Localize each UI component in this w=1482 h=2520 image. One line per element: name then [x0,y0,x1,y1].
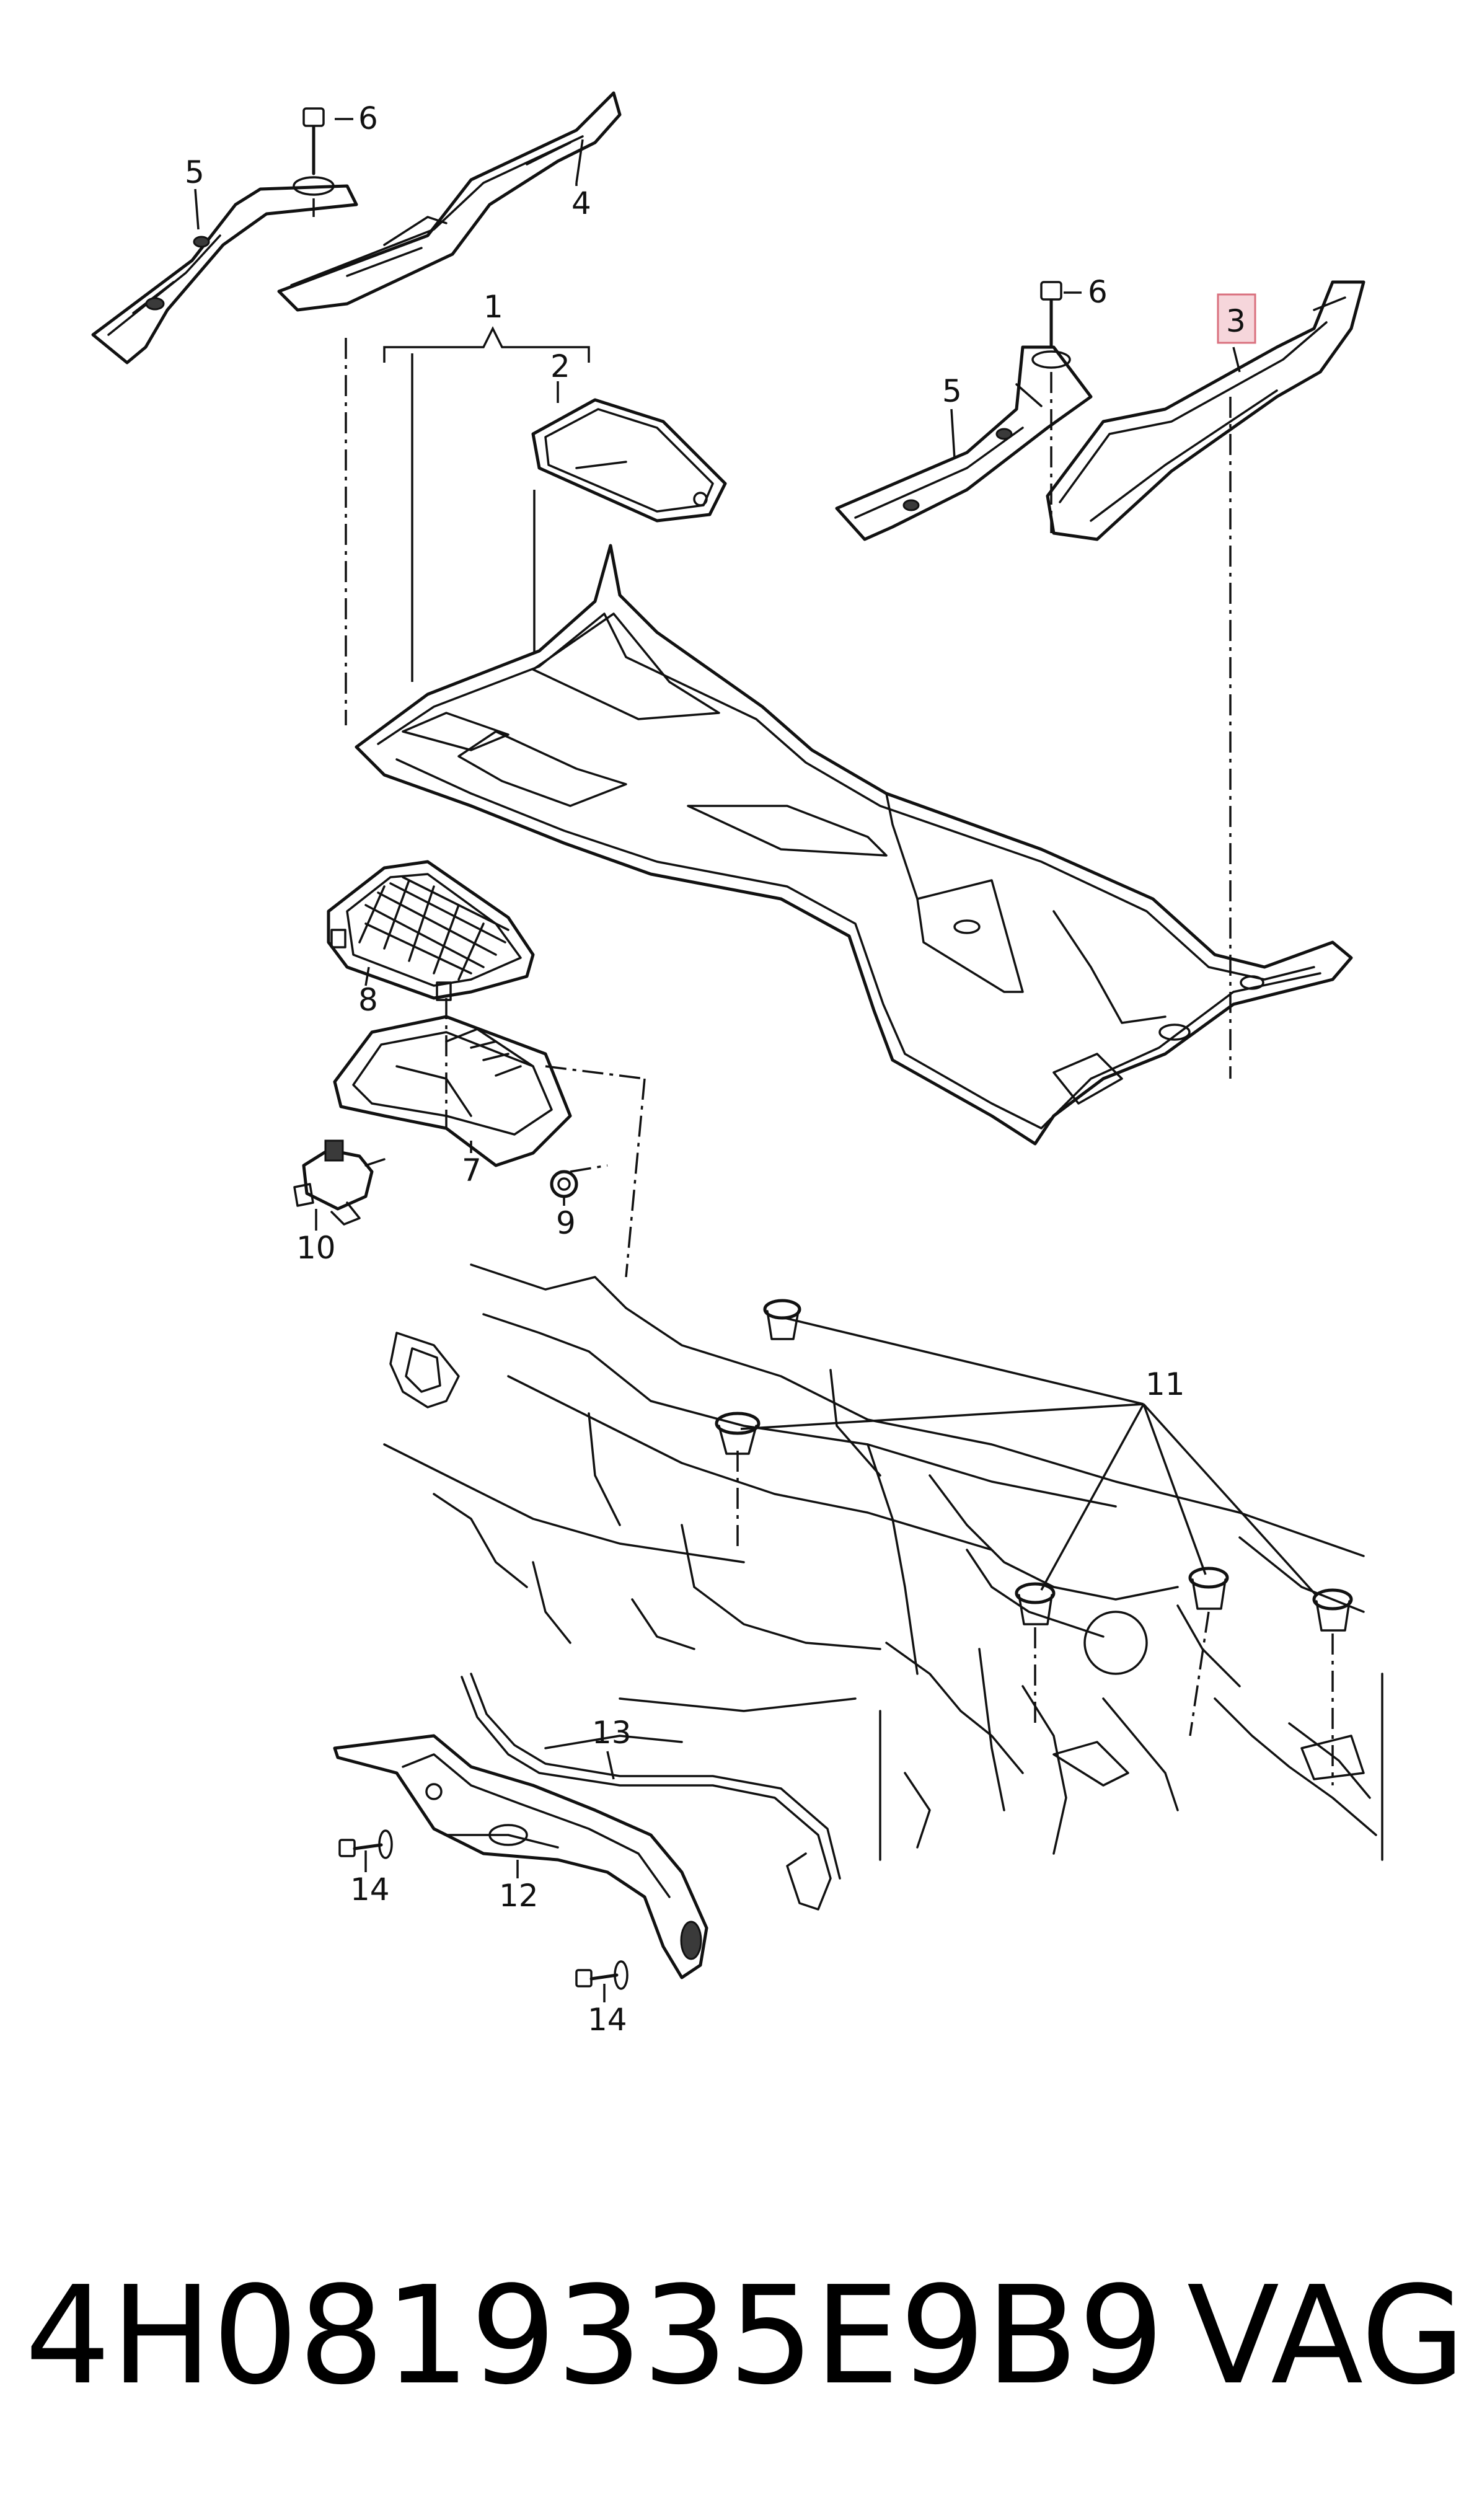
part-6-left-bolt [293,107,335,196]
part-8-filter [327,860,535,1001]
part-3-water-channel [1046,280,1365,541]
callout-8: 8 [358,982,378,1018]
callout-labels: 1 2 3 4 5 5 6 6 7 8 9 10 11 12 13 14 14 [185,100,1246,2038]
assembly-lines [312,198,1334,1785]
callout-6-right: 6 [1088,274,1108,310]
callout-9: 9 [556,1205,576,1241]
callout-3-highlight [1217,293,1256,344]
callout-3: 3 [1226,303,1246,339]
part-14-screw-top [338,1829,393,1859]
callout-13: 13 [592,1715,632,1751]
callout-4: 4 [571,185,591,221]
vehicle-body-structure [383,1263,1383,1861]
grommet-5 [1312,1588,1353,1632]
callout-2: 2 [550,348,570,384]
part-4-water-channel [277,91,622,312]
part-1-plenum-panel [355,544,1353,1146]
callout-12: 12 [499,1878,539,1914]
part-2-cover-panel [531,398,727,523]
callout-1: 1 [483,289,503,325]
part-number-text: 4H0819335E9B9 [25,2258,1165,2415]
part-5-right-trim [835,345,1093,541]
brand-text: VAG [1187,2258,1466,2415]
callout-5-left: 5 [185,154,205,190]
callout-14-top: 14 [350,1872,390,1908]
leader-lines [194,118,1318,2002]
callout-6-left: 6 [358,100,378,136]
part-7-housing [333,1015,572,1167]
part-11-grommets [715,1299,1353,1632]
part-6-right-bolt [1031,281,1071,369]
callout-7: 7 [462,1152,482,1188]
part-10-sensor [293,1139,386,1226]
callout-14-bottom: 14 [588,2002,627,2038]
callout-11: 11 [1145,1366,1185,1402]
part-12-side-trim [333,1734,708,1979]
part-14-screw-bottom [575,1960,629,1990]
callout-10: 10 [296,1230,336,1266]
part-5-left-trim [91,184,358,365]
grommet-3 [1015,1582,1056,1625]
grommet-4 [1188,1567,1229,1610]
callout-5-right: 5 [942,373,962,409]
part-13-seal-strip [461,1673,841,1911]
part-9-nut [550,1170,578,1198]
